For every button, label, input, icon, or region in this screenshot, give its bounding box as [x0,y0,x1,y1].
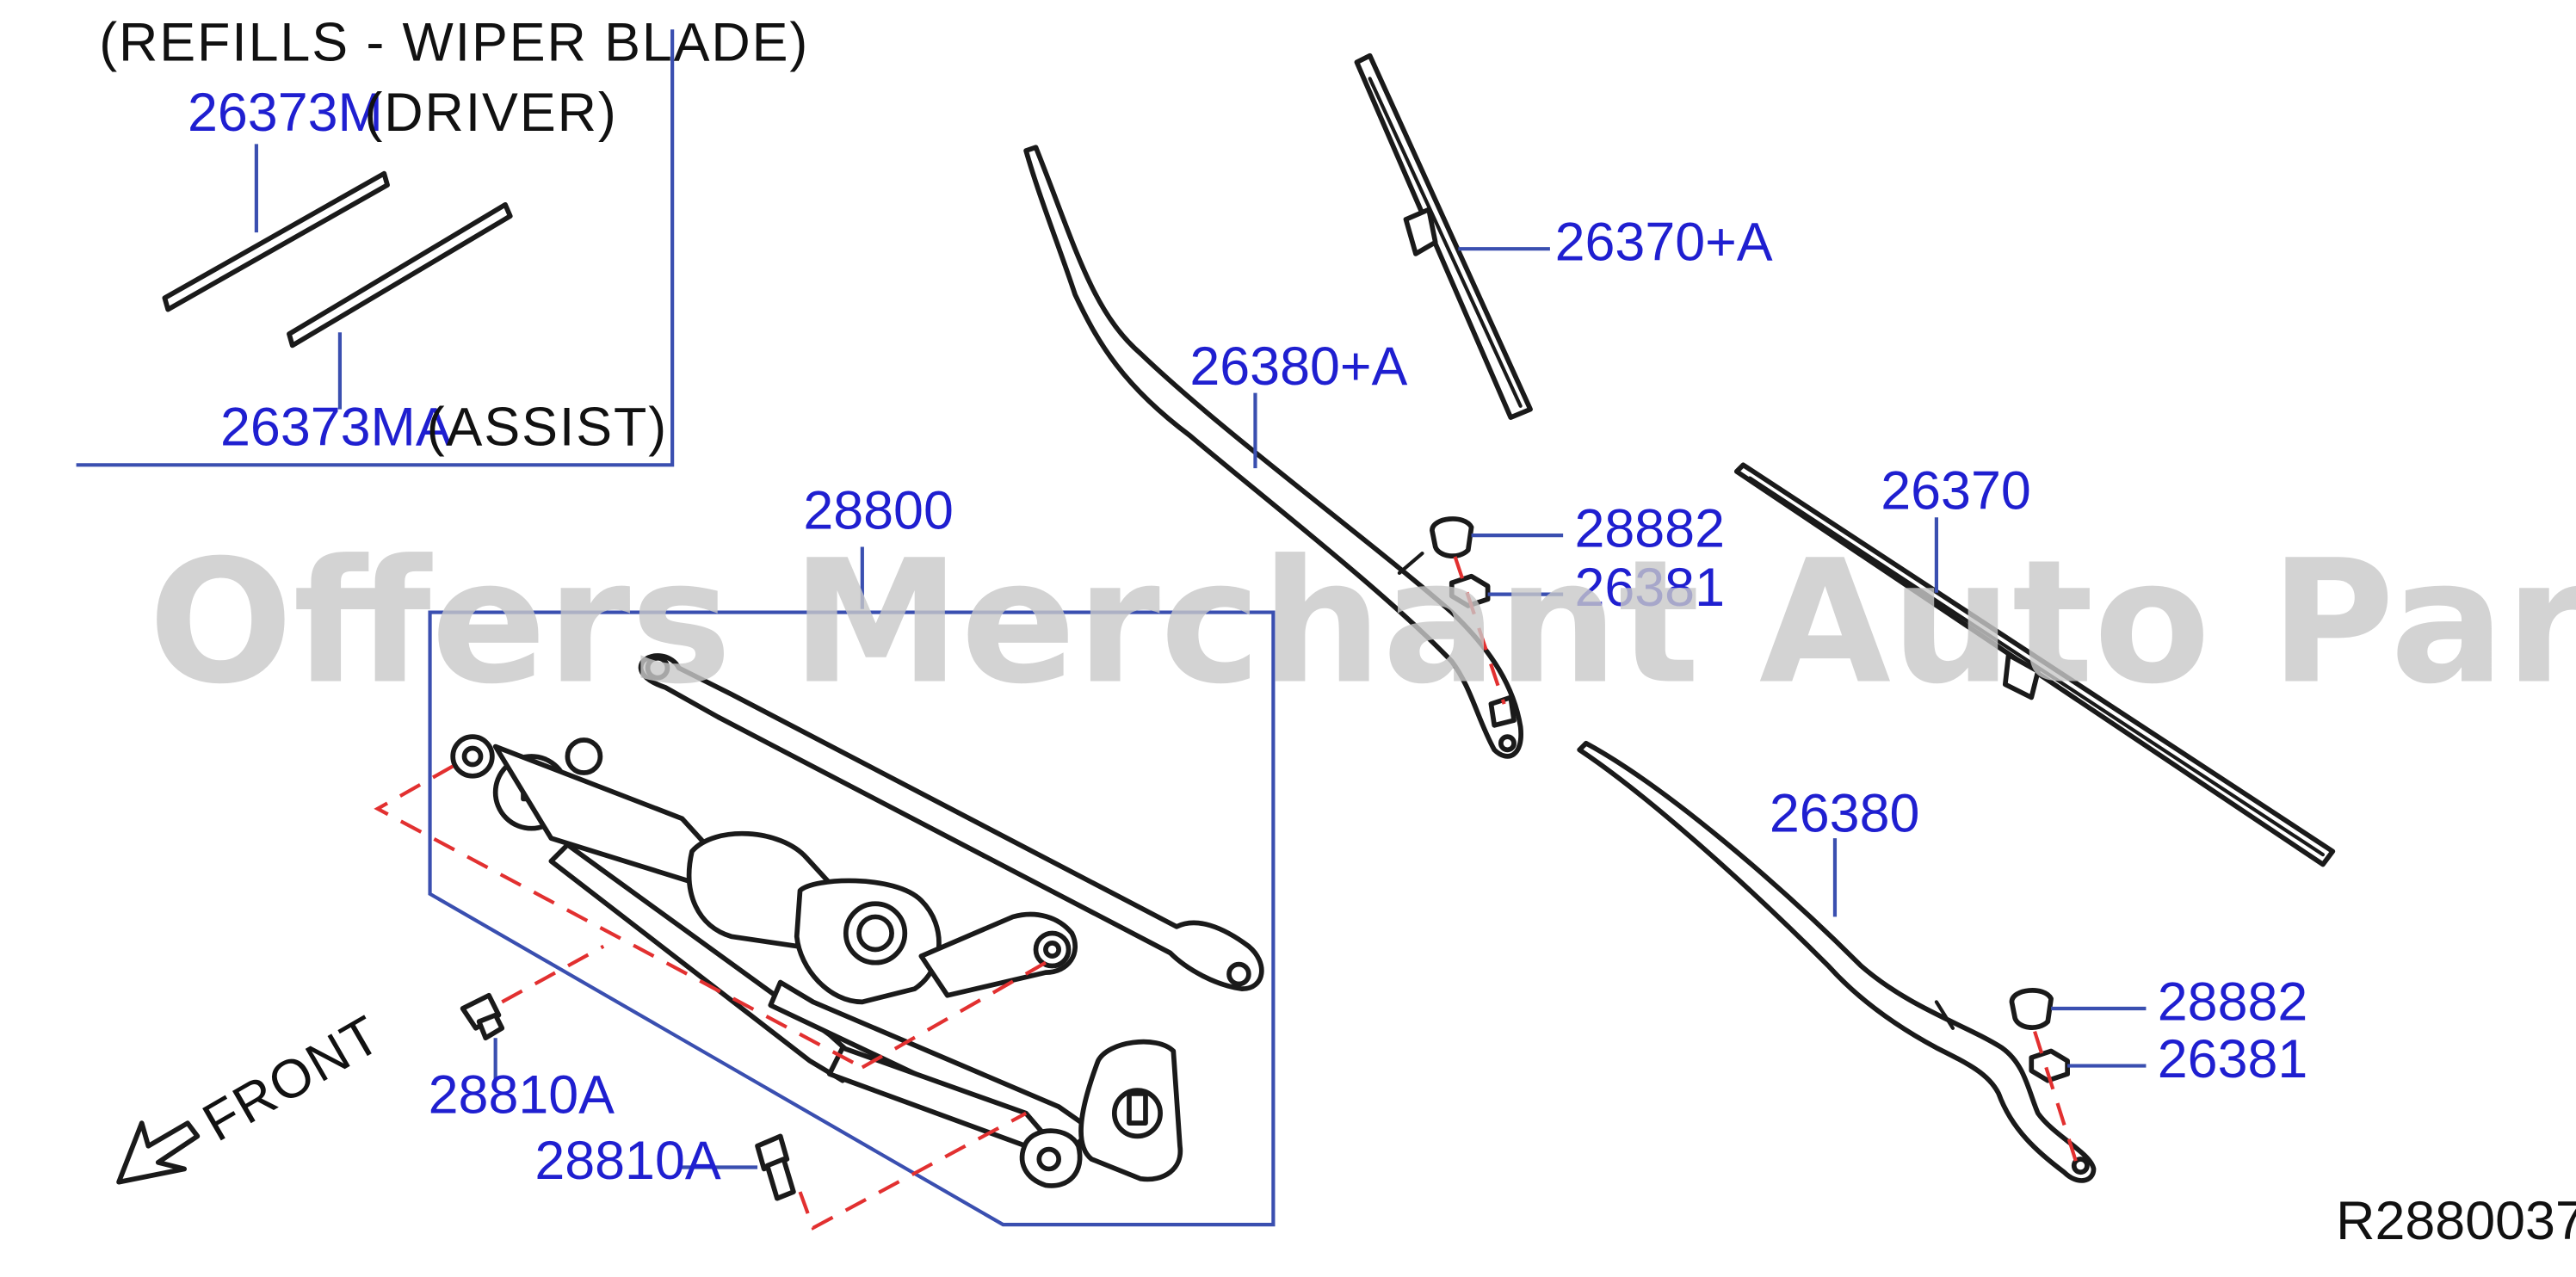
part-label-cap-lower[interactable]: 28882 [2158,972,2308,1032]
refills-inset: (REFILLS - WIPER BLADE) 26373M (DRIVER) … [76,12,809,467]
pivot-cap-upper[interactable] [1430,516,1474,558]
part-label-bolt-bottom[interactable]: 28810A [534,1131,721,1191]
wiper-arm-assist[interactable] [1577,740,2097,1183]
inset-frame [76,29,675,467]
front-direction-arrow [116,1120,201,1185]
refill-driver-side: (DRIVER) [364,83,617,143]
bolt-bottom[interactable] [755,1133,796,1201]
dash-linkage-left [374,764,863,1070]
part-label-blade-driver[interactable]: 26370+A [1555,213,1773,273]
refill-strip-driver[interactable] [162,170,390,312]
part-label-blade-assist[interactable]: 26370 [1881,461,2031,521]
dash-linkage-bolt-bottom [798,1111,1028,1231]
part-label-arm-driver[interactable]: 26380+A [1189,336,1407,397]
part-label-linkage-motor[interactable]: 28800 [803,481,954,541]
part-label-refill-driver[interactable]: 26373M [188,83,383,143]
part-label-arm-assist[interactable]: 26380 [1770,784,1920,844]
part-label-nut-lower[interactable]: 26381 [2158,1029,2308,1089]
pivot-cap-lower[interactable] [2009,988,2054,1030]
dash-lower-pivot [2033,1030,2079,1167]
linkage-frame [428,610,1276,1227]
refill-strip-assist[interactable] [287,201,513,349]
watermark: Offers Merchant Auto Parts Catalog PARTS… [148,522,2576,721]
part-label-cap-upper[interactable]: 28882 [1574,498,1725,558]
front-label: FRONT [193,1004,391,1153]
diagram-code: R2880037 [2336,1191,2576,1251]
part-label-bolt-left[interactable]: 28810A [429,1065,615,1126]
bolt-left[interactable] [460,992,505,1041]
wiper-blade-driver[interactable] [1354,52,1533,421]
part-label-nut-upper[interactable]: 26381 [1574,558,1725,618]
refill-assist-side: (ASSIST) [427,397,668,457]
part-label-refill-assist[interactable]: 26373MA [220,397,452,457]
wiper-blade-assist[interactable] [1733,462,2336,867]
dash-linkage-bolt-left [501,944,605,1004]
pivot-nut-upper[interactable] [1449,573,1491,608]
dash-upper-pivot [1453,556,1506,705]
wiper-linkage-assembly[interactable] [450,653,1264,1188]
pivot-nut-lower[interactable] [2029,1048,2070,1083]
refills-title: (REFILLS - WIPER BLADE) [99,12,809,72]
